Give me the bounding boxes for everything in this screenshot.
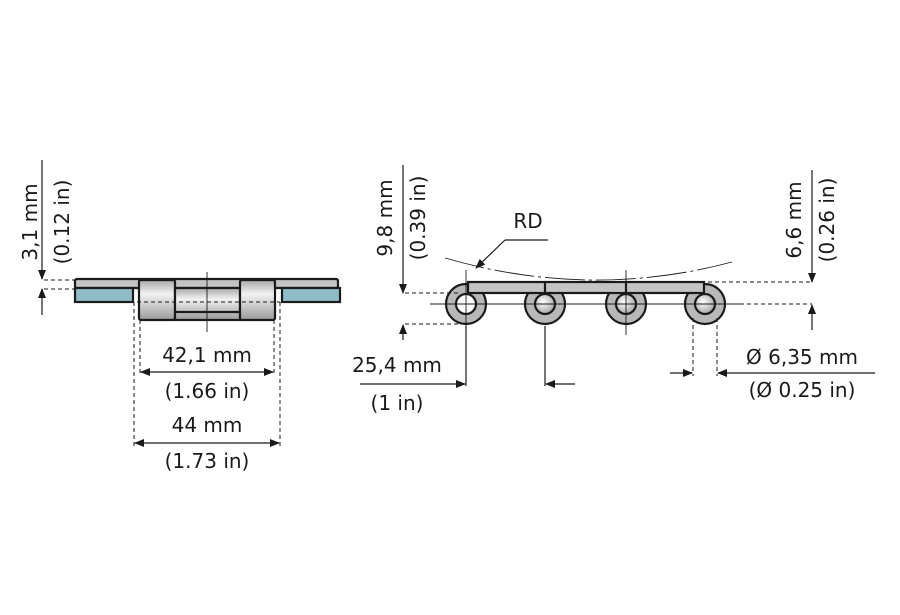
knuckle-left xyxy=(137,278,177,322)
inner-width-mm-label: 42,1 mm xyxy=(162,343,252,367)
rd-arc xyxy=(444,257,733,281)
height-in-label: (0.39 in) xyxy=(406,176,430,261)
knuckle-right xyxy=(238,278,277,322)
pitch-mm-label: 25,4 mm xyxy=(352,353,442,377)
pitch-in-label: (1 in) xyxy=(371,391,424,415)
pin-diameter-in-label: (Ø 0.25 in) xyxy=(749,378,856,402)
rd-label: RD xyxy=(513,209,542,233)
link-height-mm-label: 6,6 mm xyxy=(782,181,806,258)
inner-width-in-label: (1.66 in) xyxy=(165,379,250,403)
glass-right xyxy=(280,286,342,304)
side-view: 3,1 mm (0.12 in) 42,1 mm (1.66 in) 44 mm… xyxy=(18,160,342,473)
outer-width-in-label: (1.73 in) xyxy=(165,449,250,473)
outer-width-mm-label: 44 mm xyxy=(172,413,243,437)
knuckle-middle xyxy=(173,286,242,322)
front-view: RD 9,8 mm (0.39 in) xyxy=(352,165,875,415)
top-plate xyxy=(73,277,340,290)
top-bar xyxy=(466,280,706,295)
height-mm-label: 9,8 mm xyxy=(373,179,397,256)
glass-left xyxy=(73,286,135,304)
link-height-in-label: (0.26 in) xyxy=(815,178,839,263)
thickness-in-label: (0.12 in) xyxy=(50,180,74,265)
thickness-mm-label: 3,1 mm xyxy=(18,183,42,260)
pin-diameter-mm-label: Ø 6,35 mm xyxy=(746,345,858,369)
